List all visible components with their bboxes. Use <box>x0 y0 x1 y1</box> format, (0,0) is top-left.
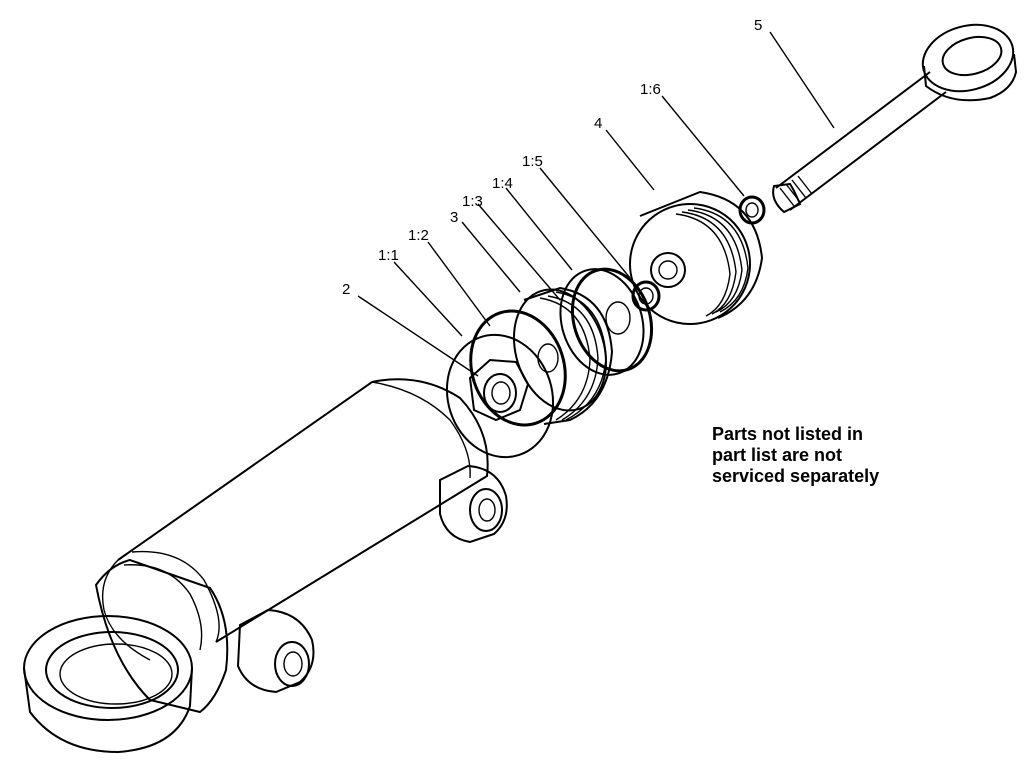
service-note-line-2: part list are not <box>712 445 843 465</box>
cylinder-barrel <box>94 378 508 714</box>
callout-1-3: 1:3 <box>462 193 483 210</box>
part-2-nut <box>468 358 530 422</box>
part-4-cylinder-head <box>629 190 764 325</box>
callout-1-2: 1:2 <box>408 227 429 244</box>
part-1-2-o-ring <box>469 309 567 427</box>
service-note-line-1: Parts not listed in <box>712 424 864 444</box>
service-note-line-3: serviced separately <box>712 466 880 486</box>
part-1-1-ring <box>445 333 555 459</box>
callout-1-4: 1:4 <box>492 175 513 192</box>
callout-4: 4 <box>594 115 602 132</box>
callout-5: 5 <box>754 17 762 34</box>
part-1-6-ring <box>738 195 766 225</box>
callout-2: 2 <box>342 281 350 298</box>
base-eye-ring <box>23 615 193 754</box>
service-note: Parts not listed in part list are not se… <box>712 424 972 487</box>
callout-1-5: 1:5 <box>522 153 543 170</box>
leader-lines <box>357 31 835 377</box>
part-5-piston-rod <box>772 23 1018 214</box>
callout-1-1: 1:1 <box>378 247 399 264</box>
part-3-piston <box>512 286 631 425</box>
callout-1-6: 1:6 <box>640 81 661 98</box>
callout-labels: 5 1:6 4 1:5 1:4 1:3 3 1:2 1:1 2 <box>342 17 762 298</box>
callout-3: 3 <box>450 209 458 226</box>
